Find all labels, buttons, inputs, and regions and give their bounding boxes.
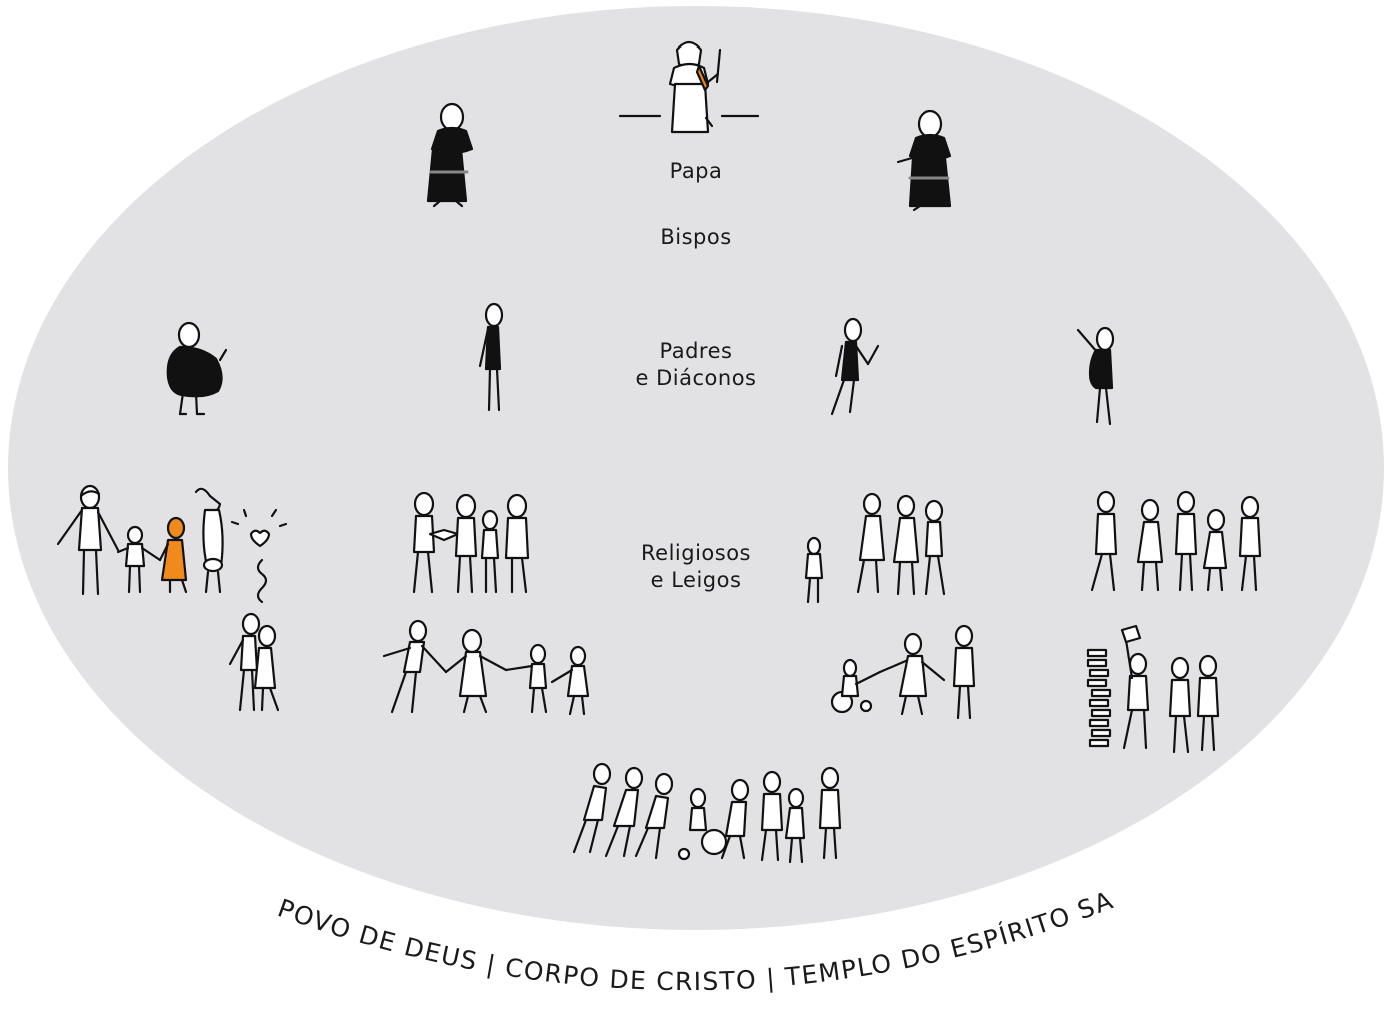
pope-label-text: Papa [669, 159, 723, 183]
priest-figure-2 [478, 302, 504, 412]
bishop-figure-left [426, 102, 474, 208]
pope-label: Papa [636, 158, 756, 185]
priests-deacons-label: Padres e Diáconos [616, 338, 776, 392]
bishops-label-text: Bispos [660, 225, 732, 249]
dancing-chain-group [382, 619, 590, 716]
women-reading-group [804, 492, 946, 604]
deacon-figure-4 [1076, 326, 1115, 426]
church-oval [8, 6, 1384, 930]
bottom-crowd-group [572, 762, 842, 864]
religious-label-line1: Religiosos [641, 541, 751, 565]
bishops-label: Bispos [636, 224, 756, 251]
priests-label-line2: e Diáconos [635, 366, 757, 390]
family-group [56, 484, 288, 604]
religious-laity-label: Religiosos e Leigos [616, 540, 776, 594]
bishop-figure-right [896, 109, 952, 212]
religious-label-line2: e Leigos [650, 568, 742, 592]
priests-label-line1: Padres [659, 339, 733, 363]
book-stack-group [1086, 624, 1220, 754]
priest-figure-1 [166, 321, 228, 416]
pope-figure [618, 40, 760, 134]
right-group-five [1090, 490, 1262, 592]
couple-group [228, 612, 280, 712]
priest-figure-3 [830, 317, 880, 416]
reading-group [412, 491, 530, 594]
wheelchair-family-group [830, 624, 976, 720]
